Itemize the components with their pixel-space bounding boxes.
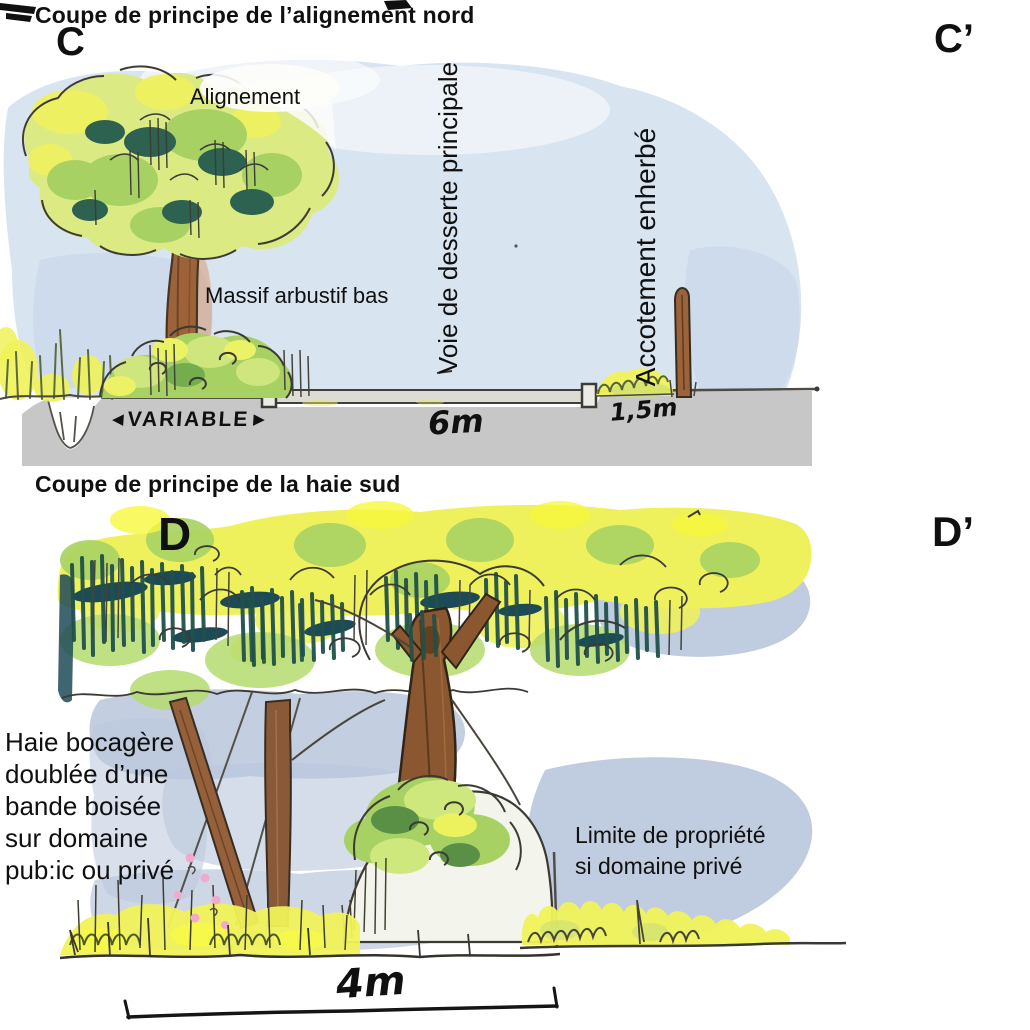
shrub-bed [99,325,310,399]
south-marker-left: D [158,508,192,560]
road-right-curb [580,382,598,409]
shrub-mound [341,774,554,944]
ground-line-left [59,952,561,960]
ground-vegetation-left [59,853,561,960]
dimension-line-4m [123,986,559,1020]
thin-branches [291,599,521,806]
north-left-grass-swale [0,327,115,402]
pink-flowers [174,853,229,929]
dimension-hedge-width: 4m [334,957,408,1009]
label-alignment: Alignement [190,84,301,109]
variable-label: VARIABLE [126,408,251,431]
dimension-road-width: 6m [427,401,485,443]
label-road-vertical: Voie de desserte principale [433,61,464,375]
south-marker-right: D’ [932,508,974,555]
label-shrub-bed: Massif arbustif bas [205,283,389,308]
label-hedge: Haie bocagère doublée d’une bande boisée… [5,727,175,885]
variable-left-arrow-icon: ◀ [111,410,125,429]
wooden-post [669,286,697,398]
north-road [260,370,598,409]
north-section-title: Coupe de principe de l’alignement nord [35,2,475,28]
north-marker-right: C’ [934,17,974,61]
label-shoulder-vertical: Accotement enherbé [629,127,661,387]
north-marker-left: C [56,20,85,64]
hedge-trunks [167,592,521,930]
grass-shoulder [595,368,675,398]
ground-line-right [519,941,847,950]
south-section-title: Coupe de principe de la haie sud [35,471,401,497]
ground-vegetation-right [519,899,847,950]
dimension-variable: ◀ VARIABLE ▶ [111,408,266,432]
label-property-limit: Limite de propriété si domaine privé [575,822,766,879]
variable-right-arrow-icon: ▶ [252,410,266,429]
crop-marks [0,0,412,22]
dimension-shoulder-width: 1,5m [608,393,679,427]
